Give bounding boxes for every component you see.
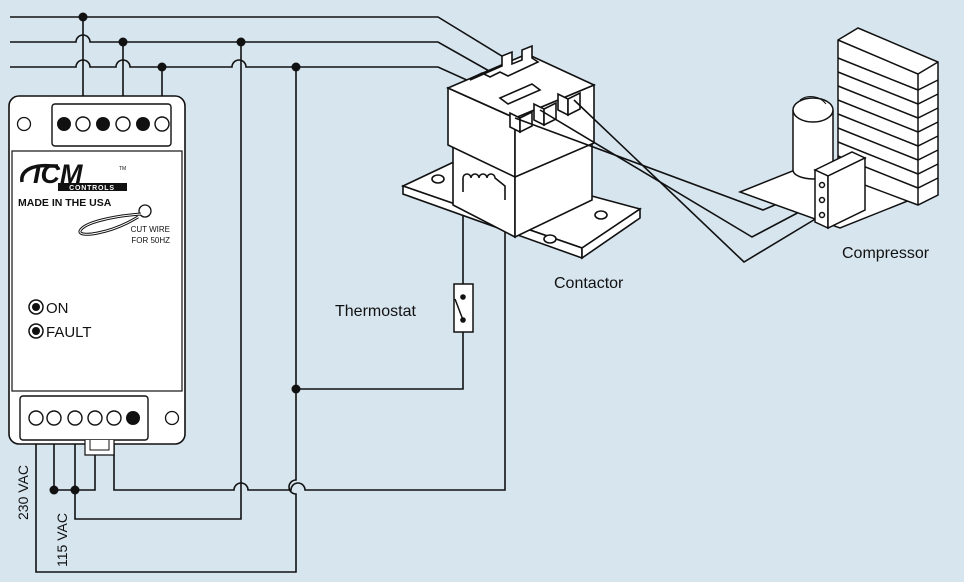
terminal-screw	[136, 117, 150, 131]
led-fault: FAULT	[28, 323, 92, 341]
terminal-screw	[46, 410, 62, 426]
made-in-usa: MADE IN THE USA	[18, 197, 112, 209]
terminal-screw	[96, 117, 110, 131]
led-indicator	[32, 303, 40, 311]
junction-dot	[78, 12, 88, 22]
bottom-terminal-block	[19, 395, 149, 441]
terminal-screw	[126, 411, 140, 425]
terminal-screw	[115, 116, 131, 132]
terminal-screw	[28, 410, 44, 426]
logo-controls: CONTROLS	[69, 185, 115, 192]
contactor	[400, 44, 642, 260]
logo-tm: TM	[119, 166, 126, 172]
mount-hole	[16, 116, 32, 132]
terminal-screw	[106, 410, 122, 426]
led-on: ON	[28, 299, 69, 317]
compressor-label: Compressor	[842, 245, 930, 262]
led-fault-label: FAULT	[46, 324, 92, 341]
label-115vac: 115 VAC	[54, 513, 70, 567]
cut-wire-loop	[78, 204, 152, 236]
terminal-screw	[87, 410, 103, 426]
mount-hole	[164, 410, 180, 426]
compressor	[737, 27, 939, 230]
junction-dots-bottom	[49, 485, 80, 495]
thermostat-box	[453, 283, 474, 333]
junction-dot	[118, 37, 128, 47]
terminal-screw	[75, 116, 91, 132]
mount-hole	[543, 234, 557, 244]
junction-dot	[49, 485, 59, 495]
terminal-screw	[154, 116, 170, 132]
label-230vac: 230 VAC	[15, 465, 31, 520]
icm-logo: ICM TM CONTROLS	[20, 159, 127, 192]
thermostat-switch	[453, 283, 474, 333]
thermostat-label: Thermostat	[335, 303, 416, 320]
junction-dot	[157, 62, 167, 72]
led-indicator	[32, 327, 40, 335]
vertical-wires	[35, 42, 506, 573]
jumper-tab	[84, 440, 115, 456]
terminal-screw	[67, 410, 83, 426]
cut-wire-label: CUT WIRE	[131, 225, 170, 234]
led-on-label: ON	[46, 300, 69, 317]
mount-hole	[431, 174, 445, 184]
cut-wire-label-2: FOR 50HZ	[131, 236, 170, 245]
top-terminal-block	[51, 103, 172, 147]
contactor-label: Contactor	[554, 275, 624, 292]
power-lines	[10, 16, 519, 87]
icm-device: ICM TM CONTROLS MADE IN THE USA CUT WIRE…	[8, 95, 186, 456]
mount-hole	[594, 210, 608, 220]
terminal-screw	[57, 117, 71, 131]
junction-dot	[70, 485, 80, 495]
